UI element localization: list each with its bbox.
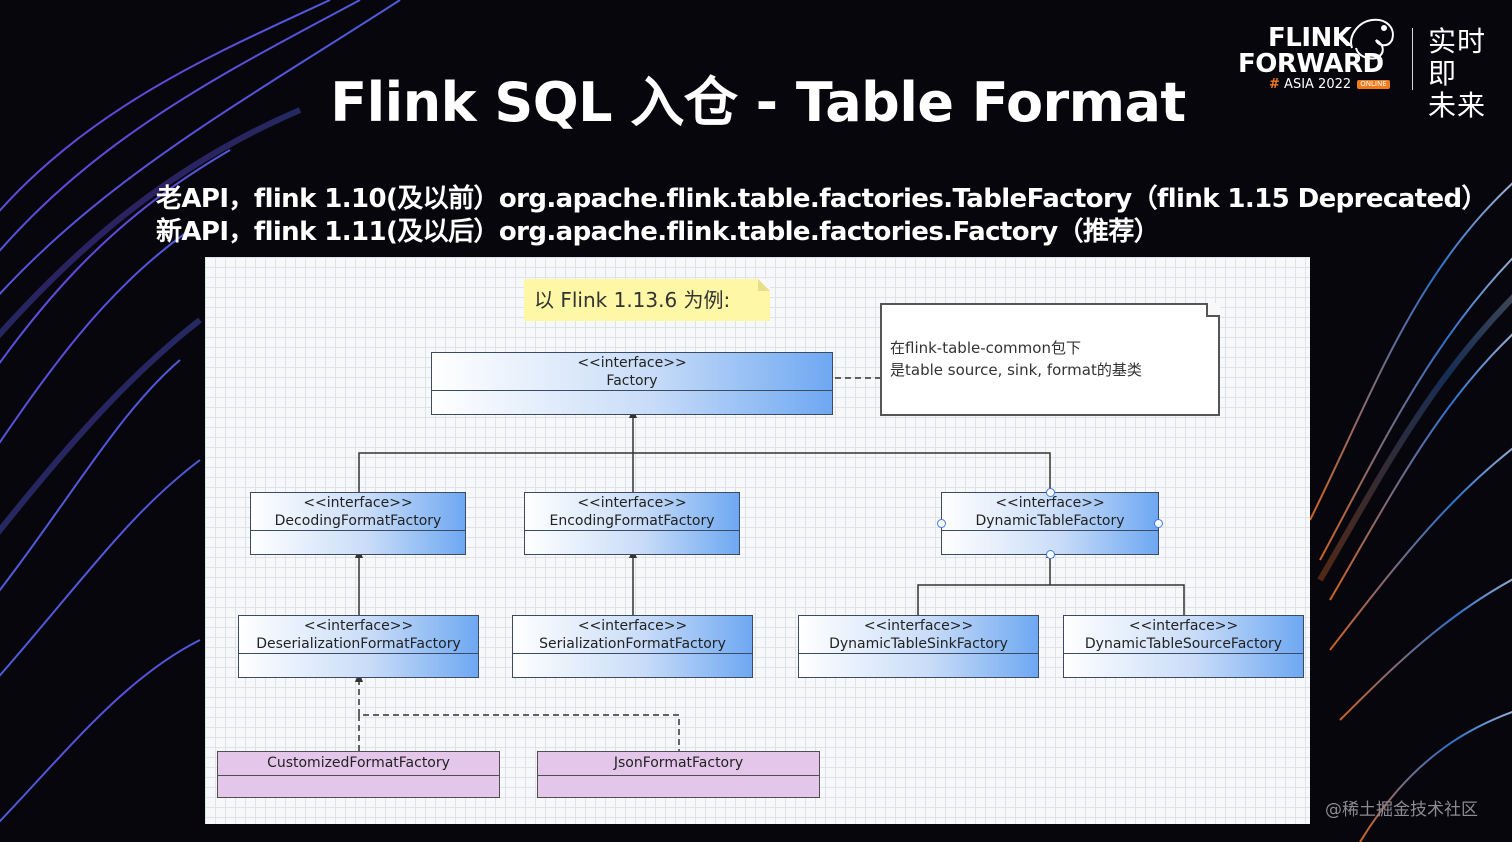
api-old-text: 老API，flink 1.10(及以前）org.apache.flink.tab… [156,184,1488,214]
edge-dynamic-bus [917,584,1185,615]
logo-divider [1412,28,1413,90]
class-name: DecodingFormatFactory [274,513,442,529]
logo-online-badge: ONLINE [1357,80,1390,89]
squirrel-icon [1350,18,1394,60]
class-name: DynamicTableSourceFactory [1084,636,1283,652]
logo-event: ASIA 2022 [1284,77,1352,92]
example-note-fold [758,279,770,291]
class-dynamic-table-source-factory[interactable]: <<interface>> DynamicTableSourceFactory [1063,615,1304,678]
class-name: SerializationFormatFactory [539,636,726,652]
selection-handle-left[interactable] [937,519,946,528]
class-dynamic-table-factory[interactable]: <<interface>> DynamicTableFactory [937,488,1163,559]
description-line2: 是table source, sink, format的基类 [890,361,1142,379]
logo-line1: FLINK [1268,23,1352,53]
logo-slogan: 实时即 未来 [1428,26,1488,122]
stereotype-label: <<interface>> [995,495,1105,511]
logo-slogan-line2: 未来 [1428,89,1487,122]
class-encoding-format-factory[interactable]: <<interface>> EncodingFormatFactory [524,492,740,555]
api-new-text: 新API，flink 1.11(及以后）org.apache.flink.tab… [156,217,1160,247]
class-serialization-format-factory[interactable]: <<interface>> SerializationFormatFactory [512,615,753,678]
stereotype-label: <<interface>> [577,618,688,634]
edge-impl-bus [358,714,680,751]
class-json-format-factory[interactable]: JsonFormatFactory [537,751,820,798]
class-name: EncodingFormatFactory [549,513,715,529]
class-name: JsonFormatFactory [538,752,819,776]
class-customized-format-factory[interactable]: CustomizedFormatFactory [217,751,500,798]
description-line1: 在flink-table-common包下 [890,339,1081,357]
diagram-connectors [355,377,1185,751]
class-name: DynamicTableFactory [975,513,1125,529]
stereotype-label: <<interface>> [303,618,414,634]
stereotype-label: <<interface>> [1128,618,1239,634]
selection-handle-top[interactable] [1046,488,1055,497]
class-name: DeserializationFormatFactory [256,636,461,652]
stereotype-label: <<interface>> [863,618,974,634]
description-note-fold [1206,303,1220,317]
edge-level1-bus [358,452,1051,492]
logo-hash: # [1269,77,1280,92]
stereotype-label: <<interface>> [577,355,687,371]
class-factory[interactable]: <<interface>> Factory [431,352,833,415]
description-note: 在flink-table-common包下 是table source, sin… [880,303,1220,416]
stereotype-label: <<interface>> [303,495,413,511]
selection-handle-right[interactable] [1154,519,1163,528]
class-name: Factory [606,373,658,389]
class-dynamic-table-sink-factory[interactable]: <<interface>> DynamicTableSinkFactory [798,615,1039,678]
uml-diagram: 以 Flink 1.13.6 为例: 在flink-table-common包下… [205,257,1310,824]
class-name: CustomizedFormatFactory [218,752,499,776]
selection-handle-bottom[interactable] [1046,550,1055,559]
class-deserialization-format-factory[interactable]: <<interface>> DeserializationFormatFacto… [238,615,479,678]
example-note: 以 Flink 1.13.6 为例: [524,279,770,321]
stereotype-label: <<interface>> [577,495,687,511]
logo-event-line: # ASIA 2022 ONLINE [1269,77,1390,92]
class-decoding-format-factory[interactable]: <<interface>> DecodingFormatFactory [250,492,466,555]
class-name: DynamicTableSinkFactory [829,636,1008,652]
watermark: @稀土掘金技术社区 [1325,800,1478,820]
slide-title: Flink SQL 入仓 - Table Format [330,71,1186,134]
flink-forward-logo: FLINK FORWARD # ASIA 2022 ONLINE 实时即 未来 [1238,18,1493,122]
logo-slogan-line1: 实时即 [1428,25,1487,90]
